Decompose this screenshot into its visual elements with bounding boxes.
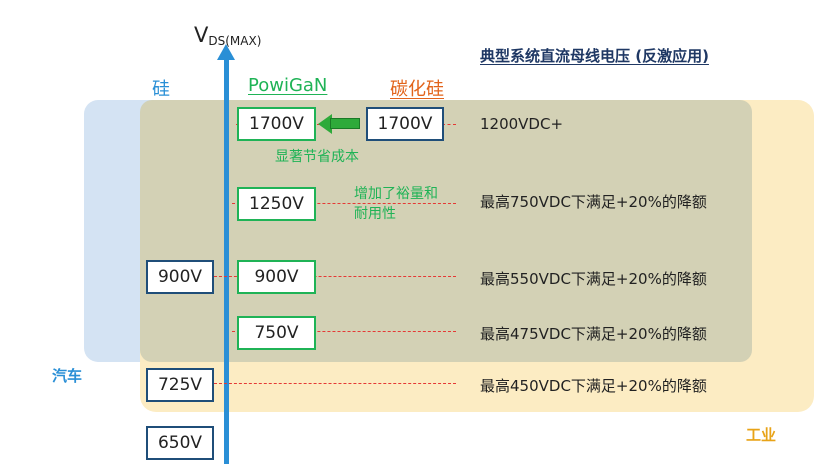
- vds-axis-line: [224, 58, 229, 464]
- axis-label-sub: DS(MAX): [208, 34, 262, 48]
- header-title: 典型系统直流母线电压 (反激应用): [480, 47, 709, 65]
- axis-title: VDS(MAX): [194, 23, 261, 48]
- box-si-900: 900V: [146, 260, 214, 294]
- box-gan-1700: 1700V: [237, 107, 316, 141]
- note-derating-line2: 耐用性: [354, 206, 396, 222]
- dash-line-750: [232, 331, 456, 332]
- note-derating-line1: 增加了裕量和: [354, 186, 438, 202]
- row-label-475: 最高475VDC下满足+20%的降额: [480, 325, 707, 343]
- box-gan-1250: 1250V: [237, 187, 316, 221]
- box-gan-750: 750V: [237, 316, 316, 350]
- axis-label-main: V: [194, 23, 209, 47]
- column-header-powigan: PowiGaN: [248, 75, 328, 96]
- dash-line-1250: [232, 203, 456, 204]
- box-si-650: 650V: [146, 426, 214, 460]
- dash-line-1700-mid: [312, 124, 320, 125]
- box-sic-1700: 1700V: [366, 107, 444, 141]
- region-label-automotive: 汽车: [52, 367, 83, 385]
- row-label-1200: 1200VDC+: [480, 115, 564, 133]
- column-header-si: 硅: [152, 79, 170, 100]
- arrow-shaft: [330, 118, 360, 129]
- axis-arrow-icon: [217, 44, 235, 60]
- dash-line-900: [214, 276, 456, 277]
- box-si-725: 725V: [146, 368, 214, 402]
- row-label-550: 最高550VDC下满足+20%的降额: [480, 270, 707, 288]
- dash-line-1700-right: [442, 124, 456, 125]
- region-label-industrial: 工业: [746, 426, 777, 444]
- row-label-750: 最高750VDC下满足+20%的降额: [480, 193, 707, 211]
- dash-line-725: [214, 383, 456, 384]
- column-header-sic: 碳化硅: [390, 79, 444, 100]
- row-label-450: 最高450VDC下满足+20%的降额: [480, 377, 707, 395]
- left-arrow-icon: [318, 114, 332, 134]
- note-cost-saving: 显著节省成本: [275, 149, 359, 165]
- box-gan-900: 900V: [237, 260, 316, 294]
